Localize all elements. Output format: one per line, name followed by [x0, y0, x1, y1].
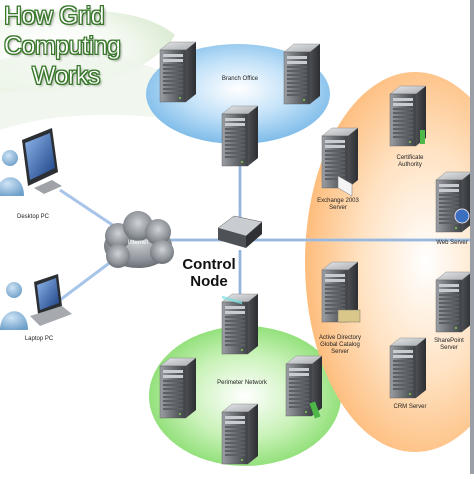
web-server-icon: [435, 171, 473, 233]
crm-server-label: CRM Server: [393, 404, 427, 410]
globe-icon: [454, 208, 470, 224]
desktop-user-icon: [0, 150, 24, 196]
branch-server-1-icon: [159, 41, 197, 103]
perimeter-network-label: Perimeter Network: [217, 380, 267, 386]
laptop-user-icon: [0, 282, 28, 330]
control-node-switch-icon: [217, 215, 263, 305]
frame-edge: [470, 0, 474, 474]
directory-book-icon: [337, 309, 361, 323]
branch-office-label: Branch Office: [221, 76, 259, 82]
branch-server-3-icon: [221, 105, 259, 167]
desktop-pc-label: Desktop PC: [16, 214, 49, 220]
active-directory-label: Active Directory Global Catalog Server: [318, 335, 361, 355]
branch-server-2-icon: [283, 43, 321, 105]
sharepoint-server-icon: [435, 271, 473, 333]
web-server-label: Web Server: [436, 240, 468, 246]
control-node-label: Control Node: [176, 256, 242, 290]
internet-cloud-icon: [104, 211, 174, 268]
laptop-pc-icon: [30, 274, 72, 326]
internet-label: Internet: [127, 240, 149, 246]
sharepoint-server-label: SharePoint Server: [434, 338, 464, 351]
control-node-line-2: Node: [190, 273, 228, 290]
laptop-pc-label: Laptop PC: [24, 336, 54, 342]
desktop-pc-icon: [22, 128, 62, 194]
perimeter-server-4-icon: [221, 403, 259, 465]
link-desktop: [59, 188, 121, 232]
certificate-authority-label: Certificate Authority: [396, 155, 424, 168]
exchange-server-label: Exchange 2003 Server: [317, 198, 359, 211]
control-node-line-1: Control: [182, 256, 236, 273]
title-line-3: Works: [32, 62, 101, 90]
mail-icon: [337, 175, 353, 197]
title-line-2: Computing: [4, 32, 121, 60]
title-line-1: How Grid: [4, 2, 105, 30]
perimeter-server-2-icon: [159, 357, 197, 419]
crm-server-icon: [389, 337, 427, 399]
